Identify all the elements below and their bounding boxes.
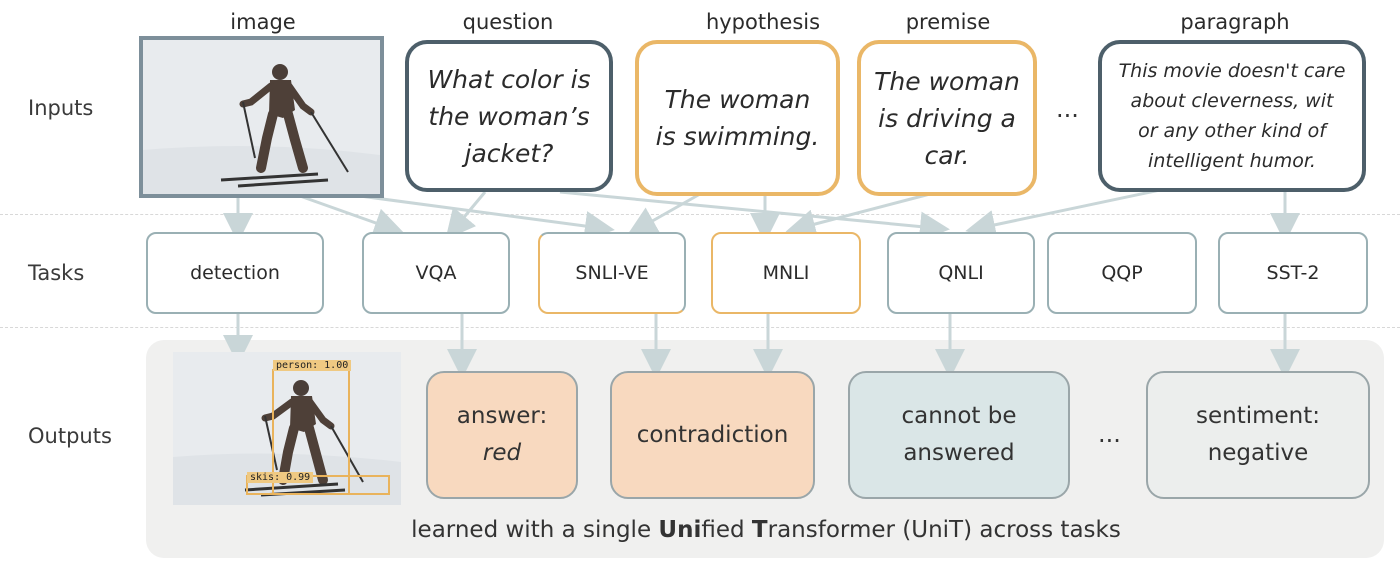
output-contradiction: contradiction	[610, 371, 815, 499]
paragraph-line-2: about cleverness, wit	[1130, 90, 1334, 112]
row-separator-bottom	[0, 327, 1400, 328]
output-cannot-answered: cannot be answered	[848, 371, 1070, 499]
arrow-hypothesis-snlive	[626, 192, 701, 236]
footer-t-rest: ransformer (UniT) across tasks	[767, 517, 1121, 543]
outputs-ellipsis: ...	[1098, 420, 1121, 448]
task-qqp: QQP	[1047, 232, 1197, 314]
arrow-question-vqa	[445, 191, 487, 240]
task-vqa: VQA	[362, 232, 510, 314]
arrow-image-snlive	[359, 194, 615, 241]
input-paragraph: This movie doesn't care about cleverness…	[1098, 40, 1366, 192]
answer-label: answer:	[456, 403, 548, 429]
footer-caption: learned with a single Unified Transforme…	[146, 517, 1386, 543]
output-answer: answer: red	[426, 371, 578, 499]
row-separator-top	[0, 214, 1400, 215]
input-label-paragraph: paragraph	[1180, 10, 1290, 34]
hypothesis-line-2: is swimming.	[655, 122, 820, 151]
input-label-image: image	[230, 10, 296, 34]
input-image	[139, 36, 384, 198]
question-line-1: What color is	[427, 64, 591, 94]
arrow-image-vqa	[299, 194, 405, 238]
task-qnli: QNLI	[887, 232, 1035, 314]
row-label-inputs: Inputs	[28, 96, 94, 120]
paragraph-line-1: This movie doesn't care	[1118, 60, 1346, 82]
premise-line-2: is driving a	[878, 103, 1016, 133]
footer-uni-rest: fied	[701, 517, 752, 543]
arrow-paragraph-qnli	[965, 188, 1161, 240]
footer-t-bold: T	[751, 517, 768, 543]
task-mnli: MNLI	[711, 232, 861, 314]
sentiment-label: sentiment:	[1195, 403, 1321, 429]
detection-label-person: person: 1.00	[273, 360, 352, 371]
arrow-question-qnli	[559, 190, 950, 242]
input-question: What color is the woman’s jacket?	[405, 40, 613, 192]
footer-uni-bold: Uni	[658, 517, 702, 543]
output-detection-image: person: 1.00 skis: 0.99	[173, 352, 401, 505]
paragraph-line-4: intelligent humor.	[1148, 150, 1316, 172]
skier-illustration	[143, 40, 380, 194]
answer-value: red	[482, 440, 522, 466]
row-label-tasks: Tasks	[28, 261, 85, 285]
footer-pre: learned with a single	[411, 517, 659, 543]
input-label-hypothesis: hypothesis	[705, 10, 821, 34]
inputs-ellipsis: ...	[1056, 95, 1079, 123]
row-label-outputs: Outputs	[28, 424, 112, 448]
cannot-line-1: cannot be	[901, 403, 1017, 429]
premise-line-1: The woman	[874, 66, 1020, 96]
question-line-3: jacket?	[464, 138, 554, 168]
output-sentiment: sentiment: negative	[1146, 371, 1370, 499]
paragraph-line-3: or any other kind of	[1138, 120, 1326, 142]
question-line-2: the woman’s	[428, 101, 590, 131]
cannot-line-2: answered	[903, 440, 1015, 466]
input-premise: The woman is driving a car.	[857, 40, 1037, 196]
task-snli-ve: SNLI-VE	[538, 232, 686, 314]
hypothesis-line-1: The woman	[664, 85, 811, 114]
premise-line-3: car.	[924, 140, 970, 170]
task-sst-2: SST-2	[1218, 232, 1368, 314]
input-label-question: question	[462, 10, 554, 34]
input-label-premise: premise	[905, 10, 991, 34]
detection-label-skis: skis: 0.99	[247, 472, 314, 483]
sentiment-value: negative	[1207, 440, 1309, 466]
arrow-premise-mnli	[785, 192, 931, 239]
task-detection: detection	[146, 232, 324, 314]
input-hypothesis: The woman is swimming.	[635, 40, 840, 196]
